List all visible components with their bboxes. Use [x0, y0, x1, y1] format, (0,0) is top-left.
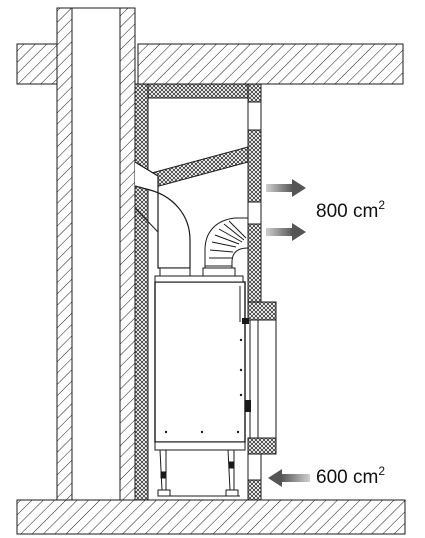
- chimney-flue: [71, 7, 121, 501]
- ceiling-slab: [16, 43, 404, 85]
- right-arrow-icon: [266, 179, 306, 197]
- stove-body: [154, 275, 251, 443]
- chimney-right-wall: [119, 7, 136, 501]
- outlet-area-value: 800 cm: [316, 201, 379, 222]
- stove-legs: [154, 441, 246, 497]
- inlet-area-label: 600 cm2: [316, 465, 385, 488]
- flexible-duct: [202, 217, 249, 277]
- inlet-area-exponent: 2: [378, 464, 385, 478]
- hood-right-wall: [247, 83, 262, 303]
- chimney-left-wall: [56, 7, 73, 501]
- inlet-area-value: 600 cm: [316, 467, 379, 488]
- side-cladding: [247, 301, 277, 501]
- outlet-area-label: 800 cm2: [316, 199, 385, 222]
- flue-pipe: [134, 161, 191, 277]
- hood-diagonal-insulation: [147, 146, 249, 190]
- outlet-area-exponent: 2: [378, 198, 385, 212]
- chimney-insulation: [134, 83, 149, 501]
- right-arrow-icon: [266, 223, 306, 241]
- hood-top-insulation: [147, 83, 249, 99]
- left-arrow-icon: [268, 469, 310, 487]
- floor-slab: [16, 499, 406, 535]
